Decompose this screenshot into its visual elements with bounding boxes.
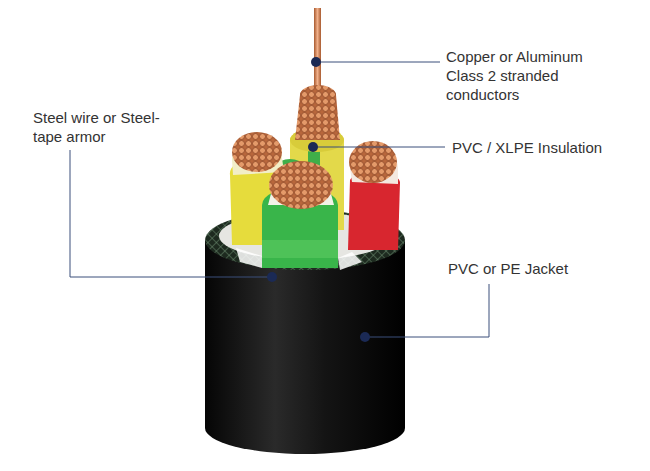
part-label: PVC / XLPE Insulation <box>452 138 632 157</box>
filler-tape <box>236 248 262 268</box>
part-label: Steel wire or Steel-tape armor <box>33 108 168 146</box>
jacket <box>205 240 405 454</box>
leader-dots <box>267 57 370 342</box>
leader-line <box>70 150 272 277</box>
leader-line <box>316 62 440 63</box>
leader-dot <box>267 272 277 282</box>
leader-line <box>365 284 489 337</box>
filler-tape <box>338 252 362 270</box>
leader-line <box>313 147 445 148</box>
leader-dot <box>311 57 321 67</box>
core-right <box>348 141 400 250</box>
core-front <box>262 161 338 268</box>
part-label: Copper or Aluminum Class 2 stranded cond… <box>446 47 606 104</box>
leader-dot <box>308 142 318 152</box>
leader-dot <box>360 332 370 342</box>
leader-lines <box>70 62 489 337</box>
part-label: PVC or PE Jacket <box>448 259 618 278</box>
